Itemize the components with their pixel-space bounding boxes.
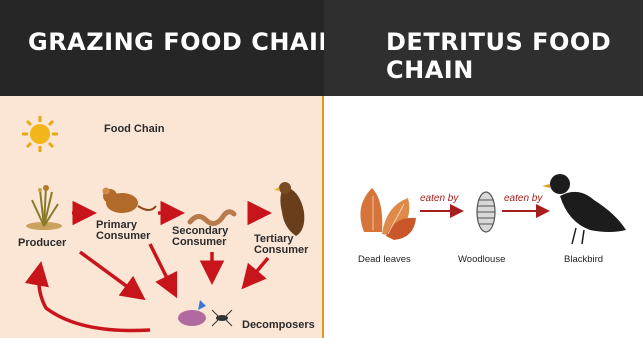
arrow-primary-to-decomposers bbox=[150, 244, 174, 292]
food-chain-title: Food Chain bbox=[104, 124, 165, 135]
producer-plant-icon bbox=[26, 185, 62, 230]
woodlouse-icon bbox=[477, 192, 495, 232]
detritus-food-chain-panel: DETRITUS FOOD CHAIN bbox=[324, 0, 643, 338]
arrow-decomposers-to-producer bbox=[39, 268, 150, 331]
primary-consumer-label: Primary Consumer bbox=[96, 220, 156, 242]
dead-leaves-label: Dead leaves bbox=[358, 254, 411, 265]
detritus-diagram bbox=[324, 0, 643, 338]
decomposers-label: Decomposers bbox=[242, 320, 315, 331]
secondary-consumer-label: Secondary Consumer bbox=[172, 226, 238, 248]
blackbird-icon bbox=[542, 174, 626, 244]
decomposers-icon bbox=[178, 300, 232, 326]
arrow-producer-to-decomposers bbox=[80, 252, 140, 296]
worm-icon bbox=[190, 212, 234, 224]
blackbird-label: Blackbird bbox=[564, 254, 603, 265]
mouse-icon bbox=[103, 188, 157, 214]
woodlouse-label: Woodlouse bbox=[458, 254, 505, 265]
hawk-icon bbox=[274, 182, 304, 236]
dead-leaves-icon bbox=[360, 188, 416, 240]
grazing-food-chain-panel: GRAZING FOOD CHAIN bbox=[0, 0, 324, 338]
arrow-tertiary-to-decomposers bbox=[246, 258, 268, 284]
tertiary-consumer-label: Tertiary Consumer bbox=[254, 234, 314, 256]
producer-label: Producer bbox=[18, 238, 74, 249]
eaten-by-label-1: eaten by bbox=[420, 193, 458, 204]
eaten-by-label-2: eaten by bbox=[504, 193, 542, 204]
grazing-diagram bbox=[0, 0, 324, 338]
sun-icon bbox=[22, 116, 58, 152]
